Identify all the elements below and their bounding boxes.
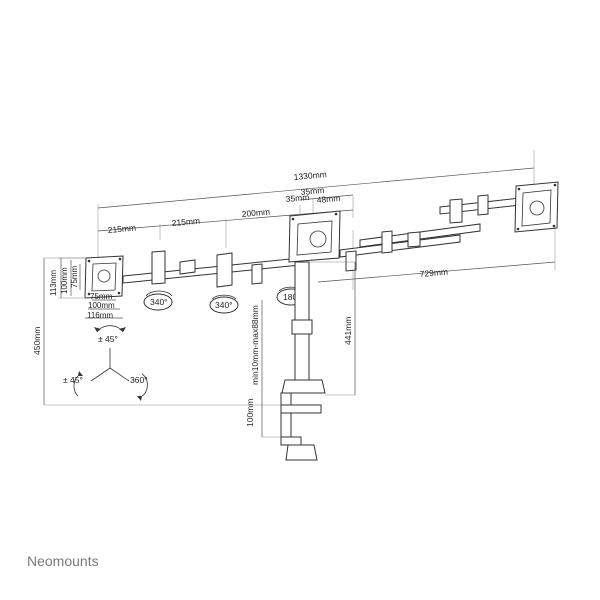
rotation-label-mid: 340° xyxy=(215,300,233,310)
tilt-rotation-symbol xyxy=(73,325,148,401)
vesa-width-75: 75mm xyxy=(90,292,113,301)
tilt-up-label: ± 45° xyxy=(98,334,118,344)
dim-total-height: 450mm xyxy=(32,327,42,355)
rotate-label: 360° xyxy=(130,375,148,385)
rotation-joint-mid xyxy=(209,294,239,314)
pole-assembly xyxy=(280,261,326,461)
vesa-width-100: 100mm xyxy=(88,301,115,310)
dim-segment-2: 215mm xyxy=(171,216,200,228)
vesa-width-dimension-lines xyxy=(85,299,123,319)
dim-segment-3: 200mm xyxy=(241,207,270,219)
dim-clamp-range: min10mm-max88mm xyxy=(250,305,260,385)
left-vesa-plate xyxy=(84,255,124,299)
rotation-joint-left xyxy=(143,290,173,311)
center-vesa-plate xyxy=(288,210,341,263)
tilt-side-label: ± 45° xyxy=(63,375,83,385)
dim-right-reach: 729mm xyxy=(419,267,448,279)
dim-segment-1: 215mm xyxy=(107,223,136,235)
vesa-height-75: 75mm xyxy=(70,265,79,288)
vesa-height-dimension-lines xyxy=(58,257,86,299)
dim-center-offset-c: 48mm xyxy=(316,193,340,205)
dim-pole-height: 441mm xyxy=(343,317,353,345)
dim-clamp-depth: 100mm xyxy=(245,399,255,427)
vesa-width-116: 116mm xyxy=(87,311,113,320)
vesa-height-100: 100mm xyxy=(60,267,69,294)
dim-total-width: 1330mm xyxy=(293,169,327,182)
brand-logo-text: Neomounts xyxy=(27,553,99,569)
vesa-height-113: 113mm xyxy=(49,270,58,296)
right-vesa-plate xyxy=(514,181,559,233)
dim-center-offset-a: 35mm xyxy=(300,185,324,197)
rotation-label-center: 180° xyxy=(283,292,301,302)
vertical-dimension-lines xyxy=(43,257,356,438)
arm-assembly xyxy=(122,194,521,288)
dim-center-offset-b: 35mm xyxy=(285,192,309,204)
rotation-label-left: 340° xyxy=(150,297,168,307)
